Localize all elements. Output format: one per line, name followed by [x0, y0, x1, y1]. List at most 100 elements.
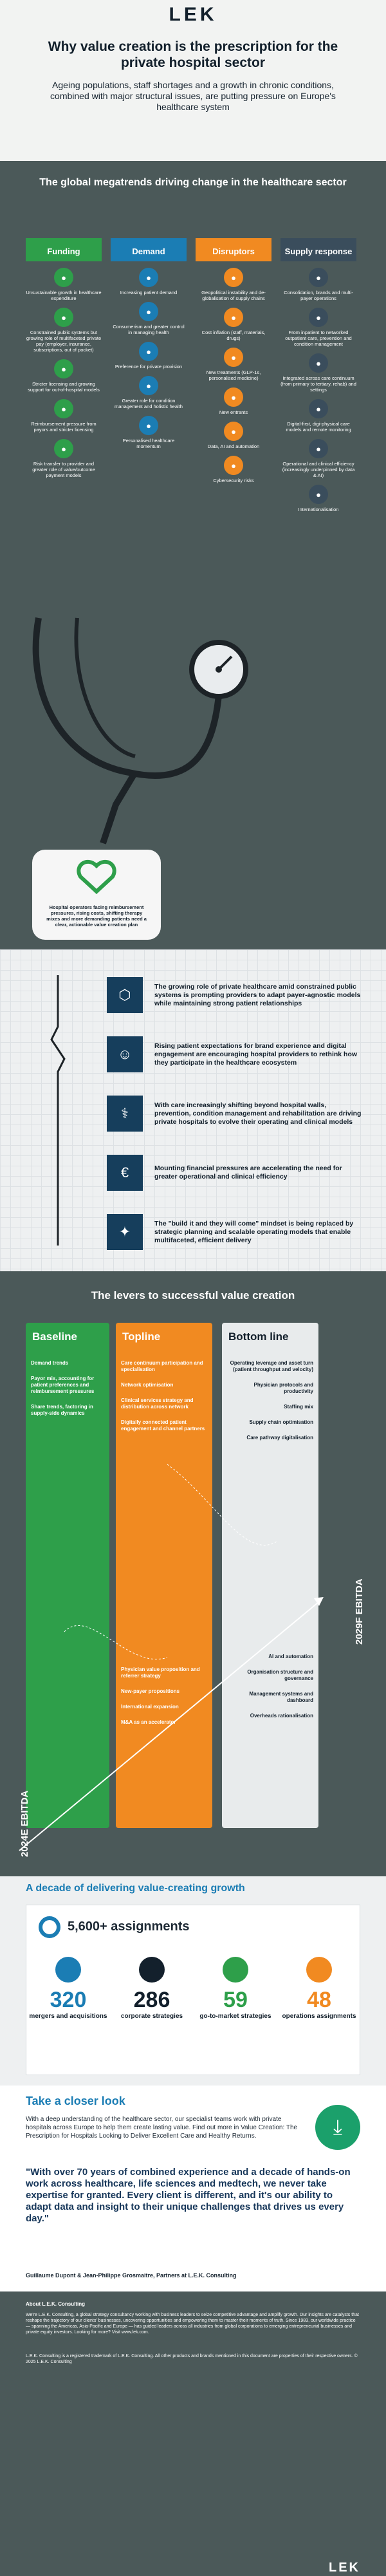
download-icon[interactable]: ⤓ [315, 2105, 360, 2150]
partner-quote: "With over 70 years of combined experien… [26, 2167, 351, 2224]
megatrend-item-text: Cybersecurity risks [213, 478, 254, 483]
megatrend-item: ● Consumerism and greater control in mana… [111, 302, 187, 335]
megatrend-column: Demand●Increasing patient demand●Consume… [111, 238, 187, 599]
trend-icon: ● [54, 268, 73, 287]
megatrend-item-text: From inpatient to networked outpatient c… [285, 330, 352, 347]
megatrend-item: ● Unsustainable growth in healthcare expe… [26, 268, 102, 301]
stat-value: 320 [50, 1988, 87, 2012]
megatrends-section: The global megatrends driving change in … [0, 161, 386, 949]
stat-label: operations assignments [282, 2013, 356, 2020]
column-heading: Supply response [280, 238, 356, 261]
trend-icon: ● [309, 353, 328, 373]
megatrend-item-text: Operational and clinical efficiency (inc… [282, 461, 355, 478]
megatrend-item: ●Integrated across care continuum (from … [280, 353, 356, 393]
levers-section: The levers to successful value creation … [0, 1271, 386, 1876]
megatrend-item: ●Data, AI and automation [196, 422, 271, 449]
megatrend-item-text: Consumerism and greater control in manag… [113, 324, 185, 335]
trend-icon: ● [224, 387, 243, 407]
lever-item: Physician protocols and productivity [253, 1382, 313, 1394]
lever-item: Care pathway digitalisation [246, 1435, 313, 1441]
stat-icon [306, 1957, 332, 1983]
decade-section: A decade of delivering value-creating gr… [0, 1876, 386, 2086]
megatrend-item-text: Risk transfer to provider and greater ro… [32, 461, 95, 478]
trend-icon: ● [54, 308, 73, 327]
insight-text: The "build it and they will come" mindse… [154, 1219, 354, 1244]
stat-label: go-to-market strategies [199, 2013, 271, 2020]
megatrend-item-text: Consolidation, brands and multi-payer op… [284, 290, 353, 301]
lever-item: Organisation structure and governance [247, 1669, 313, 1681]
trend-icon: ● [54, 399, 73, 418]
megatrend-item: ● Operational and clinical efficiency (in… [280, 439, 356, 478]
megatrend-item: ●Greater role for condition management a… [111, 376, 187, 409]
stethoscope-caption: Hospital operators facing reimbursement … [46, 904, 147, 928]
lever-item: Payor mix, accounting for patient prefer… [31, 1376, 95, 1394]
megatrend-item-text: New entrants [219, 409, 248, 415]
megatrend-item-text: Internationalisation [298, 507, 339, 512]
megatrend-item: ● Constrained public systems but growing … [26, 308, 102, 353]
megatrend-item: ● New entrants [196, 387, 271, 415]
megatrend-column: Supply response ● Consolidation, brands an… [280, 238, 356, 599]
insight-text: Mounting financial pressures are acceler… [154, 1164, 342, 1181]
trend-icon: ● [139, 302, 158, 321]
footer-logo: LEK [329, 2561, 360, 2575]
decade-title: A decade of delivering value-creating gr… [26, 1883, 245, 1894]
megatrend-column: Funding●Unsustainable growth in healthca… [26, 238, 102, 599]
footer-legal: L.E.K. Consulting is a registered tradem… [26, 2354, 358, 2364]
megatrend-item-text: Reimbursement pressure from payors and s… [31, 421, 96, 433]
insight-icon: € [107, 1155, 143, 1191]
insight-text: Rising patient expectations for brand ex… [154, 1041, 358, 1067]
axis-label-2029f: 2029F EBITDA [354, 1578, 365, 1645]
megatrend-item: ● Reimbursement pressure from payors and … [26, 399, 102, 433]
lever-item: Physician value proposition and referrer… [121, 1666, 200, 1679]
lever-item: Clinical services strategy and distribut… [121, 1397, 194, 1410]
lever-item: Staffing mix [284, 1404, 313, 1410]
topline-column: Topline Care continuum participation and… [116, 1323, 212, 1828]
megatrend-item: ●Preference for private provision [111, 342, 187, 369]
trend-icon: ● [54, 359, 73, 378]
stat-value: 48 [307, 1988, 331, 2012]
footer-heading: About L.E.K. Consulting [26, 2301, 85, 2307]
megatrend-item: ●Internationalisation [280, 485, 356, 512]
insight-icon: ✦ [107, 1214, 143, 1250]
stat-label: mergers and acquisitions [29, 2013, 107, 2020]
axis-label-2024e: 2024E EBITDA [19, 1790, 30, 1857]
insight-row: € Mounting financial pressures are accele… [107, 1145, 364, 1200]
trend-icon: ● [309, 399, 328, 418]
insight-row: ⬡The growing role of private healthcare … [107, 967, 364, 1023]
megatrend-item: ●Increasing patient demand [111, 268, 187, 295]
lever-item: Management systems and dashboard [249, 1691, 313, 1703]
trend-icon: ● [309, 439, 328, 458]
ring-icon [39, 1916, 60, 1938]
quote-attribution: Guillaume Dupont & Jean-Philippe Grosmai… [26, 2272, 237, 2279]
column-heading: Disruptors [196, 238, 271, 261]
insights-section: ⬡The growing role of private healthcare … [0, 949, 386, 1271]
megatrend-item: ●Personalised healthcare momentum [111, 416, 187, 449]
closer-look-section: Take a closer look With a deep understan… [0, 2086, 386, 2291]
megatrend-item-text: Stricter licensing and growing support f… [28, 381, 100, 393]
megatrend-item-text: Constrained public systems but growing r… [26, 330, 102, 353]
megatrend-item-text: Preference for private provision [115, 364, 183, 369]
megatrend-item-text: Increasing patient demand [120, 290, 178, 295]
stethoscope-illustration [32, 617, 248, 940]
assignments-headline: 5,600+ assignments [68, 1919, 190, 1934]
trend-icon: ● [309, 308, 328, 327]
trend-icon: ● [224, 456, 243, 475]
stat-value: 59 [223, 1988, 248, 2012]
closer-body: With a deep understanding of the healthc… [26, 2116, 298, 2140]
megatrend-item: ●Risk transfer to provider and greater r… [26, 439, 102, 478]
footer-about: We're L.E.K. Consulting, a global strate… [26, 2313, 359, 2335]
bottomline-items-top: Operating leverage and asset turn (patie… [222, 1360, 318, 1441]
baseline-heading: Baseline [32, 1330, 77, 1343]
megatrend-item-text: New treatments (GLP-1s, personalised med… [206, 369, 261, 381]
insight-icon: ⬡ [107, 977, 143, 1013]
megatrend-item-text: Cost inflation (staff, materials, drugs) [201, 330, 266, 341]
lever-item: New-payer propositions [121, 1688, 180, 1694]
lever-item: Care continuum participation and special… [121, 1360, 203, 1372]
lever-item: AI and automation [268, 1654, 313, 1659]
megatrend-column: Disruptors●Geopolitical instability and … [196, 238, 271, 599]
megatrend-item-text: Unsustainable growth in healthcare expen… [26, 290, 102, 301]
